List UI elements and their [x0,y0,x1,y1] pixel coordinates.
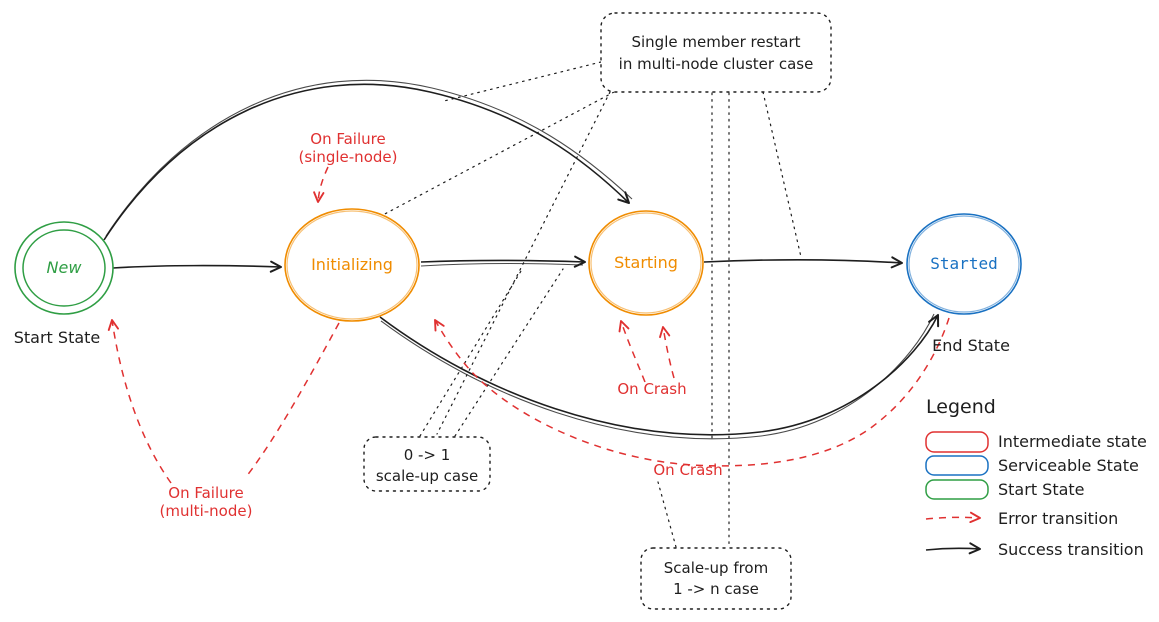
on-crash-started-label: On Crash [653,461,722,479]
state-new-circle [14,221,114,315]
annotation-connector-line [436,91,611,435]
state-started-sketch-ring [908,215,1020,313]
legend-swatch-serviceable-state [925,455,989,476]
note-scale-up-1-n-line2: 1 -> n case [673,580,759,598]
note-0-1-scale-up-box [363,436,491,492]
note-scale-up-1-n-box [640,547,792,610]
state-started-circle [906,213,1022,315]
annotation-connector-line [454,268,564,437]
legend-title: Legend [926,396,996,418]
legend-success-transition-arrow [925,542,982,555]
on-crash-starting-label: On Crash [617,380,686,398]
on-failure-single-node-label-line2: (single-node) [299,148,398,166]
transition-starting-to-started [703,256,904,269]
annotation-connector-line [657,481,677,548]
note-0-1-scale-up-line1: 0 -> 1 [404,446,451,464]
error-transition-on-crash-starting-left [618,320,646,383]
annotation-connector-line [762,91,802,258]
end-state-caption: End State [932,336,1010,355]
note-single-member-restart-line1: Single member restart [631,33,800,51]
note-scale-up-1-n-line1: Scale-up from [664,559,768,577]
legend-item-start-state: Start State [998,480,1085,499]
legend: Legend Intermediate state Serviceable St… [925,396,1147,559]
legend-swatch-intermediate-state [925,431,989,453]
note-single-member-restart-box [600,12,832,93]
transition-initializing-to-started-curve [379,313,940,436]
legend-item-success-transition: Success transition [998,540,1144,559]
transition-new-to-starting-arc-sketch [105,79,633,237]
on-failure-single-node-label-line1: On Failure [310,130,385,148]
error-transition-on-crash-starting-right [659,326,675,379]
state-initializing-sketch-ring [286,210,418,320]
transition-initializing-to-started-curve-sketch [380,313,935,440]
transition-new-to-starting-arc [103,83,631,241]
on-failure-multi-node-label-line2: (multi-node) [160,502,253,520]
legend-swatch-start-state [925,479,989,500]
state-initializing-circle [284,208,420,322]
legend-item-intermediate-state: Intermediate state [998,432,1147,451]
transition-initializing-to-starting [420,255,587,268]
state-starting-circle [588,210,704,316]
annotation-connector-line [443,61,602,102]
state-starting-sketch-ring [590,212,702,314]
error-transition-on-failure-multi-node-segment [245,322,340,478]
transition-initializing-to-starting-sketch [420,263,584,267]
error-transition-on-failure-multi-node-arrow [107,319,172,484]
error-transition-on-failure-single-node [313,166,329,203]
state-new-label: New [47,258,83,277]
annotation-connector-line [380,91,615,217]
state-starting-label: Starting [614,253,678,272]
state-new-inner-ring [22,229,106,307]
legend-item-error-transition: Error transition [998,509,1118,528]
note-0-1-scale-up-line2: scale-up case [376,467,478,485]
note-single-member-restart-line2: in multi-node cluster case [619,55,814,73]
transition-new-to-initializing [112,260,283,273]
state-initializing-label: Initializing [311,255,393,274]
state-started-label: Started [930,254,997,273]
legend-item-serviceable-state: Serviceable State [998,456,1139,475]
start-state-caption: Start State [14,328,101,347]
on-failure-multi-node-label-line1: On Failure [168,484,243,502]
error-transition-on-crash-started-to-initializing [434,317,950,467]
legend-error-transition-arrow [925,511,981,524]
